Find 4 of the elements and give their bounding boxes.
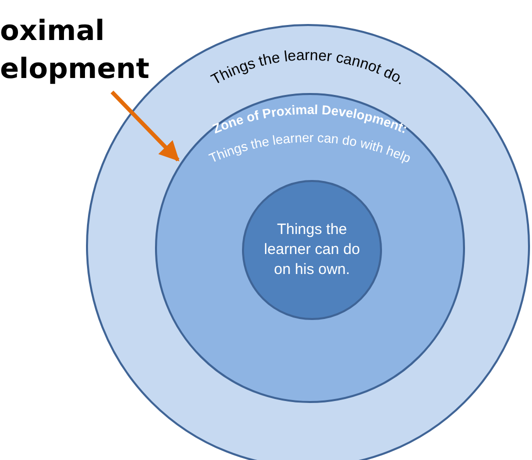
ring-label: Things the learner cannot do.	[208, 46, 408, 88]
arrow	[110, 90, 180, 162]
circle-label: Things the learner can do on his own.	[263, 220, 361, 280]
heading-text: oximal elopment	[0, 12, 150, 88]
